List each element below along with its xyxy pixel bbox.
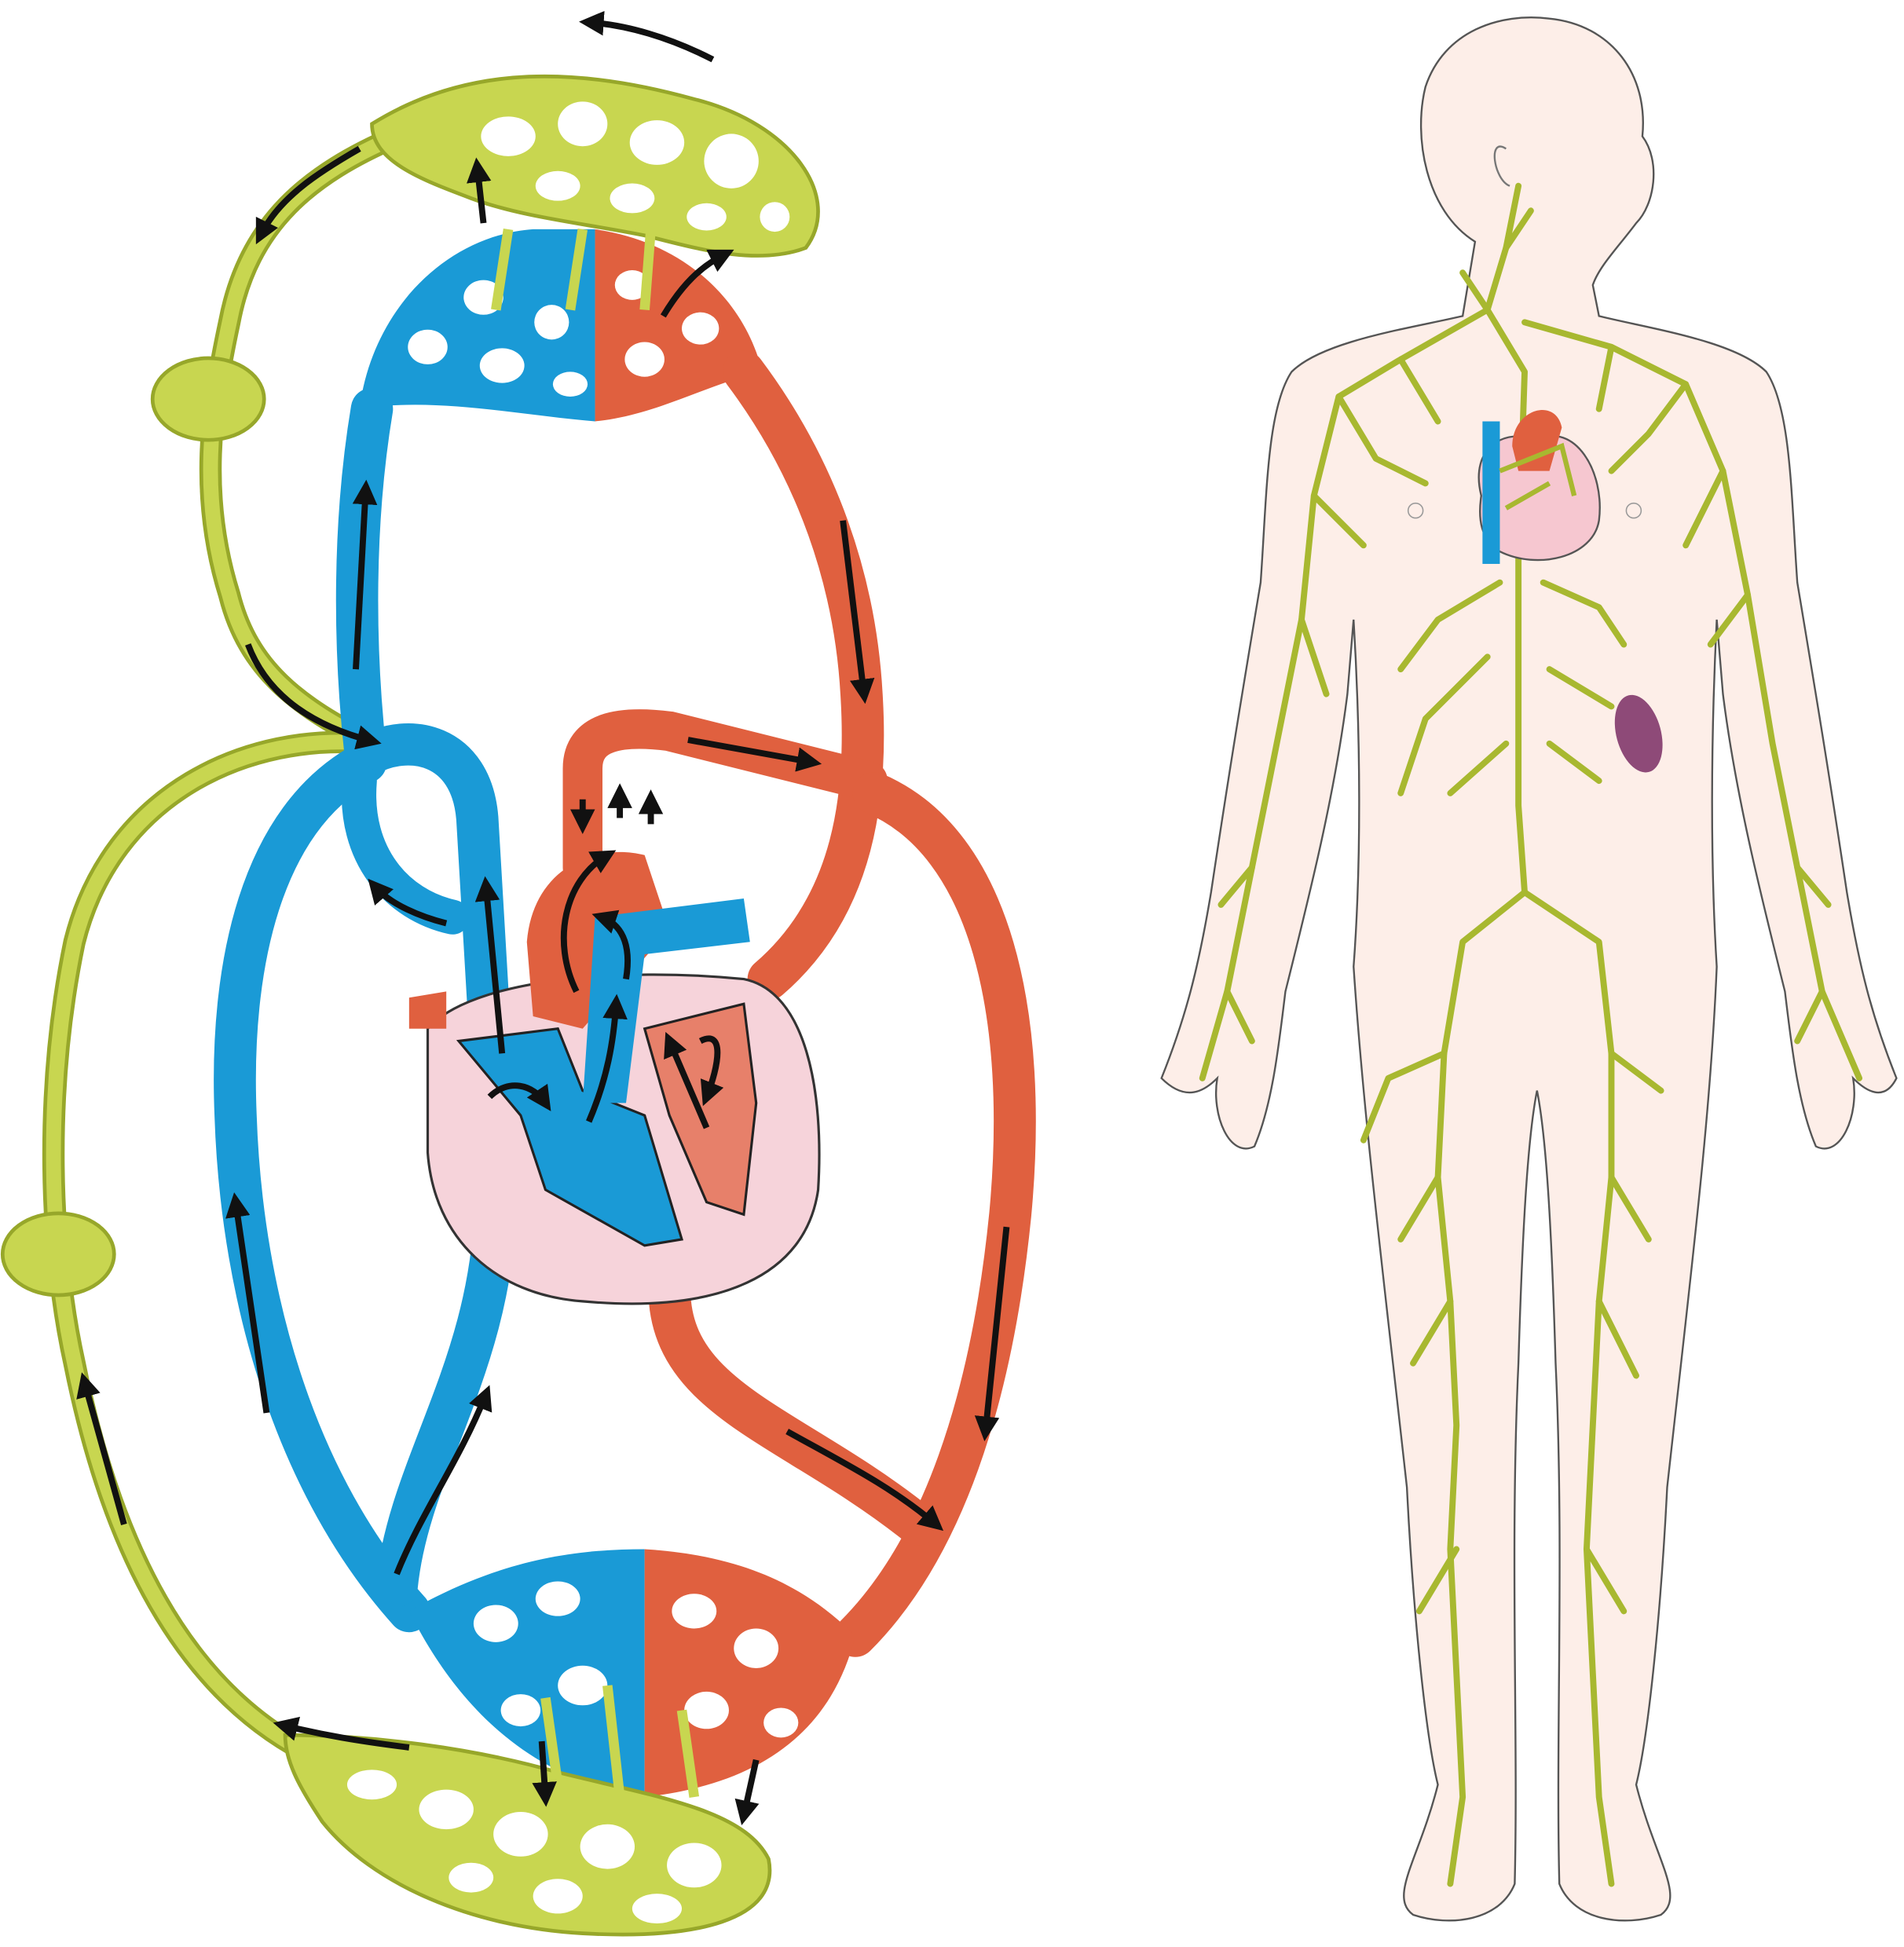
- upper-blood-capillary-bed: [359, 229, 763, 422]
- systemic-vein-loop: [214, 741, 430, 1633]
- human-figure: [1160, 16, 1898, 1922]
- arrow-icon: [591, 909, 631, 980]
- arrow-icon: [487, 1082, 551, 1111]
- arrow-icon: [840, 520, 875, 705]
- arrow-icon: [660, 249, 734, 318]
- arrow-icon: [974, 1226, 1010, 1442]
- lower-blood-capillary-bed: [408, 1549, 855, 1798]
- arrow-icon: [586, 994, 628, 1123]
- arrow-icon: [734, 1759, 760, 1826]
- arrow-icon: [245, 643, 382, 750]
- arrow-icon: [532, 1740, 557, 1807]
- arrow-icon: [368, 878, 448, 927]
- upper-lymph-capillary-bed: [370, 74, 820, 258]
- lymph-node-upper: [150, 356, 266, 442]
- arrow-icon: [273, 1716, 410, 1751]
- spleen: [1614, 694, 1663, 773]
- arrow-icon: [664, 1031, 710, 1129]
- arrow-icon: [474, 876, 506, 1054]
- arrow-icon: [467, 157, 492, 224]
- arrow-icon: [785, 1429, 944, 1532]
- arrow-icon: [394, 1385, 492, 1576]
- aortic-arch: [562, 709, 888, 887]
- veins: [214, 387, 518, 1633]
- nipple-right: [1625, 502, 1642, 519]
- nipple-left: [1407, 502, 1424, 519]
- arrow-icon: [698, 1035, 724, 1107]
- figure-heart: [1477, 410, 1601, 564]
- upper-vein: [335, 387, 394, 778]
- lower-lymph-capillary-bed: [283, 1685, 772, 1937]
- superior-vena-cava: [344, 723, 511, 1050]
- arrow-icon: [687, 737, 822, 772]
- arrow-icon: [560, 850, 617, 994]
- descending-aorta: [648, 1268, 939, 1546]
- arrow-icon: [225, 1192, 270, 1414]
- body-silhouette: [1160, 16, 1898, 1922]
- arrow-icon: [255, 145, 361, 245]
- lymphatic-network: [1199, 182, 1863, 1887]
- arrow-icon: [579, 10, 715, 63]
- upper-artery: [723, 350, 884, 1001]
- arrow-icon: [352, 479, 378, 670]
- flow-arrows: [76, 10, 1010, 1826]
- circulation-loop: [0, 10, 1036, 1937]
- lymph-node-lower: [0, 1211, 116, 1297]
- lymph-capillaries-top: [491, 228, 656, 311]
- ear: [1493, 145, 1510, 187]
- arrow-icon: [76, 1372, 127, 1525]
- pulmonary-connector: [341, 763, 471, 935]
